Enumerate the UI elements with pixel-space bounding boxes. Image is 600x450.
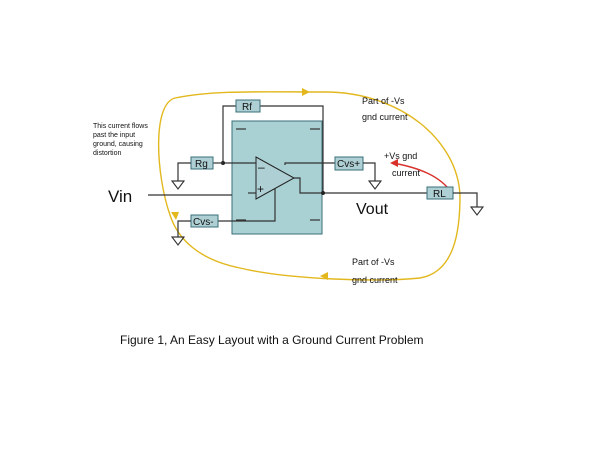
vs-minus-wire: [218, 189, 276, 222]
ground-symbol-icon: [170, 236, 186, 246]
junction-dot: [321, 191, 325, 195]
arrowhead-icon: [171, 212, 179, 220]
yellow-current-loop: [157, 91, 461, 281]
rl-label: RL: [433, 189, 446, 200]
svg-text:This current flows: This current flows: [93, 123, 148, 130]
rf-resistor: [235, 99, 261, 113]
cvs-plus-ground-wire: [363, 162, 376, 181]
cvs-plus-label: Cvs+: [337, 159, 360, 170]
opamp-plus: +: [257, 182, 264, 196]
rg-ground-wire: [177, 162, 191, 181]
arrowhead-icon: [302, 88, 310, 96]
distortion-note: This current flows past the input ground…: [93, 123, 148, 157]
figure-caption: Figure 1, An Easy Layout with a Ground C…: [120, 333, 424, 347]
vin-label: Vin: [108, 187, 132, 206]
vout-label: Vout: [356, 201, 389, 218]
pos-vs-current-label: current: [392, 168, 421, 178]
feedback-wire: [260, 105, 324, 193]
feedback-wire: [222, 105, 236, 163]
rl-ground-wire: [453, 192, 478, 207]
vs-plus-wire: [284, 162, 335, 165]
svg-text:past the input: past the input: [93, 132, 135, 139]
ground-symbol-icon: [170, 180, 186, 190]
gnd-current-top-label: gnd current: [362, 112, 408, 122]
cvs-minus-ground-wire: [177, 220, 191, 237]
ground-symbol-icon: [469, 206, 485, 216]
arrowhead-icon: [390, 159, 398, 167]
output-wire: [294, 177, 427, 194]
gnd-current-bottom-label: gnd current: [352, 275, 398, 285]
svg-text:distortion: distortion: [93, 150, 122, 157]
opamp-triangle: [255, 156, 296, 200]
rg-label: Rg: [195, 159, 208, 170]
opamp-minus: –: [258, 160, 265, 174]
svg-text:ground, causing: ground, causing: [93, 141, 143, 148]
part-neg-vs-top-label: Part of -Vs: [362, 96, 405, 106]
cvs-minus-label: Cvs-: [193, 217, 214, 228]
arrowhead-icon: [320, 272, 328, 280]
ground-symbol-icon: [367, 180, 383, 190]
part-neg-vs-bottom-label: Part of -Vs: [352, 257, 395, 267]
pos-vs-gnd-label: +Vs gnd: [384, 151, 417, 161]
rf-label: Rf: [242, 102, 252, 113]
